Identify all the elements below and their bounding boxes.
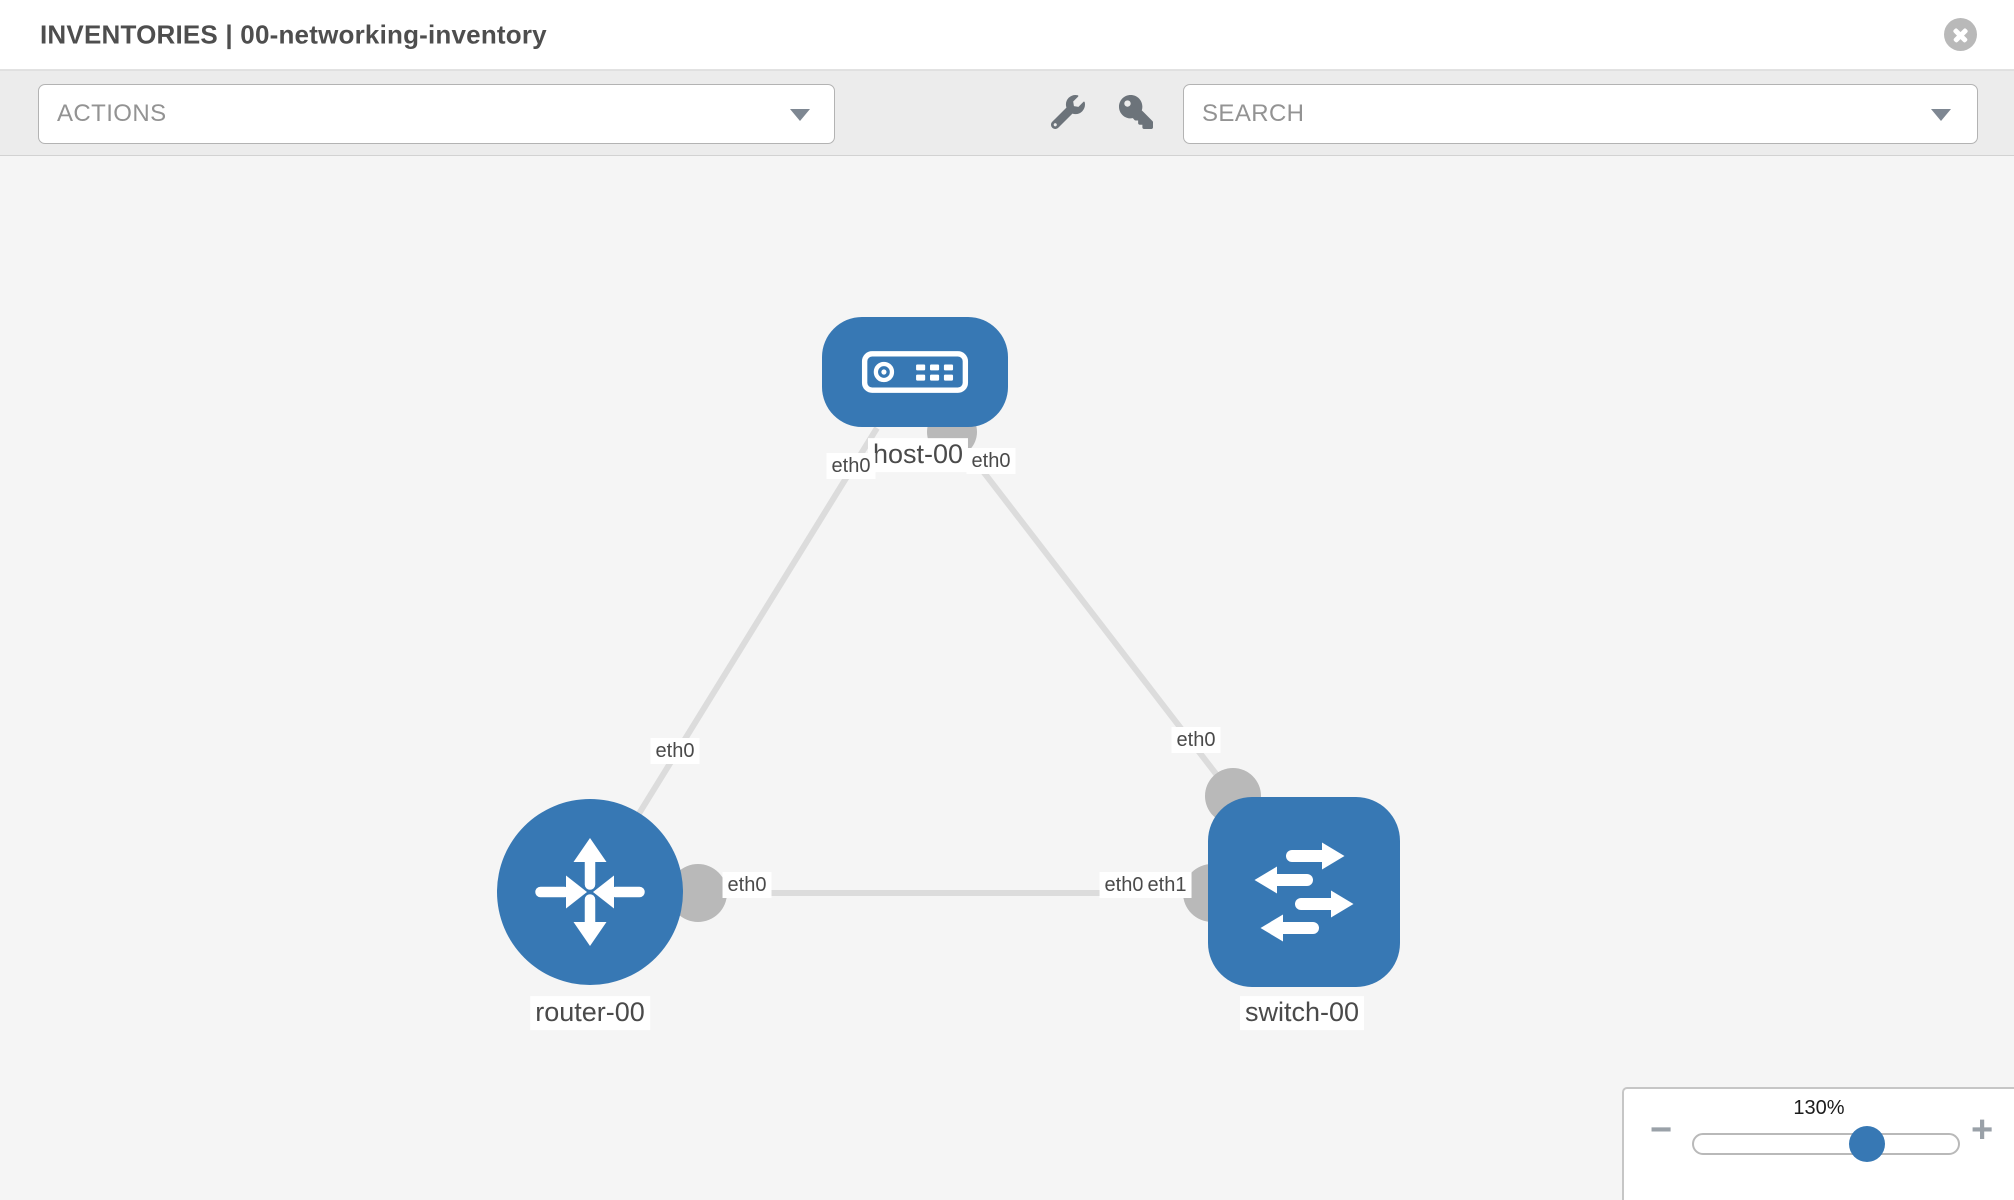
actions-dropdown-label: ACTIONS xyxy=(57,100,167,127)
switch-icon xyxy=(1254,842,1354,942)
actions-dropdown[interactable]: ACTIONS xyxy=(38,84,835,144)
node-label-switch: switch-00 xyxy=(1239,996,1365,1030)
interface-connector-router[interactable] xyxy=(669,864,727,922)
zoom-slider-knob[interactable] xyxy=(1849,1126,1885,1162)
node-host-00[interactable] xyxy=(822,317,1008,427)
zoom-slider[interactable] xyxy=(1692,1126,1960,1162)
zoom-in-button[interactable]: + xyxy=(1971,1109,1994,1151)
page-title: INVENTORIES | 00-networking-inventory xyxy=(40,19,547,49)
toolbar: ACTIONS SEARCH xyxy=(0,70,2014,156)
node-router-00[interactable] xyxy=(497,799,683,985)
wrench-icon[interactable] xyxy=(1050,95,1085,130)
zoom-out-button[interactable]: − xyxy=(1650,1109,1673,1151)
search-dropdown[interactable]: SEARCH xyxy=(1183,84,1978,144)
links-layer xyxy=(587,407,1261,922)
iface-label-horiz-front: eth1 xyxy=(1142,872,1192,898)
iface-label-horiz-back: eth0 xyxy=(1099,872,1149,898)
chevron-down-icon xyxy=(1931,109,1951,121)
zoom-level-value: 130% xyxy=(1793,1097,1845,1119)
chevron-down-icon xyxy=(790,109,810,121)
search-dropdown-label: SEARCH xyxy=(1202,100,1305,127)
iface-label-host-right: eth0 xyxy=(966,448,1016,474)
node-label-router: router-00 xyxy=(530,996,650,1030)
host-icon xyxy=(861,351,969,393)
inventory-header: INVENTORIES | 00-networking-inventory xyxy=(0,0,2014,70)
key-icon[interactable] xyxy=(1119,95,1153,129)
node-label-host: host-00 xyxy=(867,438,969,472)
iface-label-horiz-left: eth0 xyxy=(722,872,772,898)
iface-label-diag-left: eth0 xyxy=(650,738,700,764)
node-switch-00[interactable] xyxy=(1208,797,1400,987)
iface-label-host-left: eth0 xyxy=(826,453,876,479)
topology-canvas[interactable]: host-00 router-00 switch-00 eth0 eth0 et… xyxy=(0,156,2014,1200)
zoom-panel: 130% − + xyxy=(1622,1087,2014,1200)
close-icon[interactable] xyxy=(1944,18,1977,51)
router-icon xyxy=(535,838,645,946)
iface-label-diag-right: eth0 xyxy=(1171,727,1221,753)
